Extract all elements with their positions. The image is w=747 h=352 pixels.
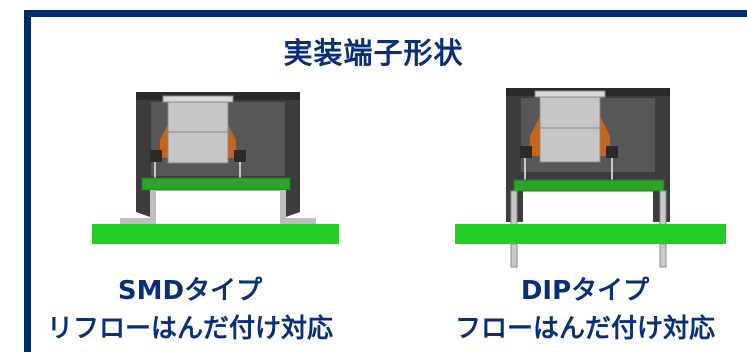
- dip-inner-board: [513, 179, 665, 192]
- frame-left-border: [24, 10, 31, 352]
- frame-top-border: [24, 10, 747, 17]
- smd-pcb: [92, 224, 339, 244]
- page-title: 実装端子形状: [283, 36, 464, 70]
- dip-type-description: フローはんだ付け対応: [454, 314, 715, 344]
- dip-coil-core: [539, 91, 601, 163]
- smd-inner-board: [141, 177, 291, 191]
- smd-coil-core: [167, 96, 229, 164]
- dip-component-illustration: [455, 88, 726, 268]
- smd-lead-left: [120, 190, 156, 224]
- smd-component-illustration: [92, 92, 339, 244]
- smd-lead-right: [280, 190, 316, 224]
- dip-type-name: DIPタイプ: [520, 276, 650, 306]
- smd-caption: SMDタイプ リフローはんだ付け対応: [40, 272, 340, 348]
- dip-pcb: [455, 224, 726, 244]
- dip-caption: DIPタイプ フローはんだ付け対応: [435, 272, 735, 348]
- smd-type-name: SMDタイプ: [117, 276, 263, 306]
- smd-type-description: リフローはんだ付け対応: [46, 314, 333, 344]
